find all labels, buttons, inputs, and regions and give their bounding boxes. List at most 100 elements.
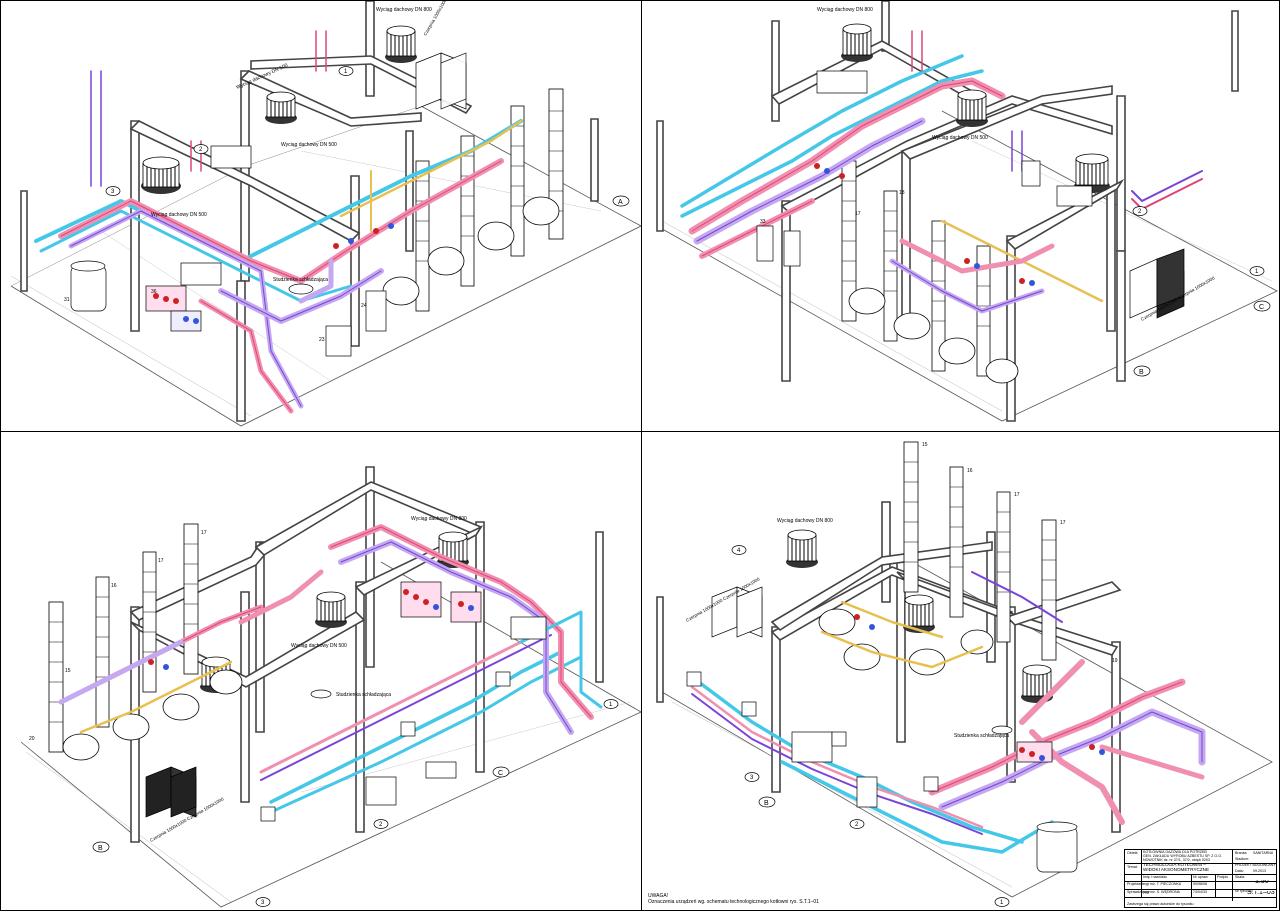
- chimney-stack: [95, 576, 110, 728]
- roof-fan-group: [841, 23, 1110, 193]
- pipe-vertical: [315, 30, 327, 72]
- pipe-cold: [690, 675, 1024, 844]
- pump-group: [1056, 185, 1093, 207]
- label-number: 17: [1014, 492, 1020, 498]
- expansion-vessel: [1036, 826, 1078, 873]
- pipe-return: [691, 693, 983, 835]
- equipment: [756, 70, 1093, 267]
- control-box: [400, 721, 416, 737]
- cooling-well-lid: [991, 725, 1013, 735]
- pipe-return: [260, 634, 552, 781]
- grid-line: [25, 751, 232, 903]
- roof-fan: [841, 23, 873, 62]
- pipe-return-outline: [891, 260, 1043, 312]
- roof-fan-group: [141, 25, 417, 194]
- label-number: 20: [29, 736, 35, 742]
- isometric-view-2: Wyciąg dachowy DN 800 Wyciąg dachowy DN …: [641, 0, 1280, 432]
- expansion-tank: [816, 70, 868, 94]
- floor-outline: [661, 561, 1273, 898]
- column: [656, 596, 664, 703]
- intake-cabinets: [415, 52, 467, 110]
- control-box: [1021, 160, 1041, 187]
- chimney-stack: [460, 135, 475, 287]
- divider: [1232, 850, 1233, 901]
- sprawdzajacy-value: mgr inż. S. WĘDRONA: [1143, 890, 1180, 894]
- note-text: Oznaczenia urządzeń wg. schematu technol…: [648, 899, 819, 905]
- label-number: 36: [151, 289, 157, 295]
- grid-line: [10, 275, 252, 417]
- column: [771, 626, 781, 793]
- svg-text:C: C: [1259, 304, 1264, 311]
- grid-line: [671, 701, 1013, 888]
- svg-text:2: 2: [379, 822, 383, 828]
- pipe-supply-outline: [330, 526, 592, 718]
- title-block-row-object: Obiekt: KOTŁOWNIA GAZOWA DLA POTRZEB GEN…: [1125, 850, 1276, 864]
- pipe-supply: [1099, 744, 1205, 780]
- skala-label: Skala:: [1235, 875, 1245, 879]
- branza-value: SANITARNA: [1253, 851, 1274, 855]
- isometric-view-1-drawing: Wyciąg dachowy DN 500 Wyciąg dachowy DN …: [10, 1, 641, 427]
- beam: [770, 541, 993, 632]
- roof-fan: [903, 594, 935, 633]
- pipework: [34, 30, 523, 414]
- beam: [1005, 581, 1122, 626]
- temat-label: Temat:: [1127, 865, 1138, 869]
- column: [1231, 10, 1239, 92]
- label-number: 15: [65, 668, 71, 674]
- column: [1006, 606, 1016, 783]
- chimney-stack: [949, 466, 964, 618]
- column: [240, 591, 250, 803]
- svg-text:1: 1: [344, 69, 348, 75]
- column: [781, 200, 791, 382]
- pump-group: [400, 581, 442, 618]
- svg-text:3: 3: [261, 900, 265, 906]
- pipe-supply: [238, 569, 324, 625]
- column: [595, 531, 604, 683]
- roof-fan-group: [786, 529, 1053, 703]
- pump-group: [450, 591, 482, 623]
- beam: [239, 70, 422, 127]
- label-number: 33: [760, 219, 766, 225]
- obiekt-value-2: GEN. ZAKŁADU WYROBU AZBESTU SP. Z O.O.: [1143, 854, 1223, 858]
- beam: [130, 610, 366, 688]
- heat-exchanger: [791, 731, 833, 763]
- branza-label: Branża:: [1235, 851, 1248, 855]
- label-number: 17: [201, 530, 207, 536]
- control-box: [923, 776, 939, 792]
- axis-marker: C: [492, 766, 510, 778]
- roof-fan: [141, 156, 181, 194]
- axis-marker: B: [758, 796, 776, 808]
- chimney-stack: [883, 190, 898, 342]
- beam: [780, 95, 1113, 214]
- pipe-cold: [269, 655, 583, 814]
- valves: [814, 163, 1035, 286]
- column: [20, 190, 28, 292]
- valves: [148, 589, 474, 670]
- vessel: [756, 225, 774, 262]
- label-number: 16: [111, 583, 117, 589]
- obiekt-value-3: NOWOTNIK dz. nr 37/1, 37/2, obręb 0203: [1143, 858, 1210, 862]
- projektant-label: Projektant:: [1127, 882, 1145, 886]
- roof-fan: [265, 91, 297, 124]
- chimney-stack: [1041, 519, 1057, 661]
- chimney-stack: [903, 441, 919, 593]
- chimney-stack: [183, 523, 199, 675]
- pipe-cold: [680, 54, 964, 208]
- axis-marker: B: [1133, 365, 1151, 377]
- water-softener: [856, 776, 878, 808]
- pipe-supply: [259, 625, 553, 774]
- axis-marker: 1: [603, 699, 619, 709]
- equipment: [260, 581, 547, 822]
- note-title: UWAGA!: [648, 893, 669, 899]
- equipment-left: [70, 145, 387, 357]
- intake-cabinets: [1129, 248, 1185, 319]
- svg-text:C: C: [498, 770, 503, 777]
- column: [590, 118, 599, 202]
- temat-value-2: WIDOKI AKSONOMETRYCZNE: [1143, 868, 1210, 872]
- roof-fan: [385, 25, 417, 63]
- pipe-return-outline: [70, 210, 302, 407]
- floor-outline: [10, 105, 641, 427]
- projektant-value: mgr inż. T. PIECZONKA: [1143, 882, 1182, 886]
- beam: [129, 120, 361, 242]
- axis-marker: B: [92, 841, 110, 853]
